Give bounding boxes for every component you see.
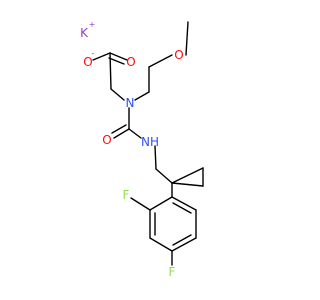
charge-potassium: +	[89, 20, 96, 29]
bond-cq-cp1	[171, 167, 204, 184]
bond-curea-o-a	[113, 128, 130, 139]
charge-oxygen-anion: -	[92, 49, 95, 58]
bond-n-ca	[134, 91, 150, 101]
bonds	[92, 21, 204, 266]
bond-c1-o-double-a	[109, 52, 128, 61]
atom-nh: NH	[141, 135, 159, 149]
atom-oxygen-ether: O	[174, 48, 183, 62]
bond-c1-o-double-b	[108, 57, 125, 65]
ring-c3-c4	[149, 237, 173, 252]
bond-ch2-n	[110, 88, 125, 101]
atom-oxygen-urea: O	[102, 133, 111, 147]
atom-labels: K + O - O O N O NH F F	[80, 20, 184, 279]
bond-o-ch3	[185, 21, 189, 56]
atom-fluorine-para: F	[169, 265, 176, 279]
atom-potassium: K	[80, 26, 89, 40]
bond-ch2-cq	[155, 168, 173, 184]
bond-curea-o-b	[111, 124, 127, 134]
bond-cq-cp2	[171, 182, 204, 187]
structure-diagram: K + O - O O N O NH F F	[80, 20, 204, 279]
atom-oxygen-anion: O	[83, 55, 92, 69]
ring-inner-c4-c5	[172, 234, 192, 246]
bond-c2-f	[130, 197, 151, 211]
bond-curea-nh	[128, 128, 142, 139]
atom-oxygen-carbonyl-acid: O	[126, 55, 135, 69]
ring-c1-c2	[149, 196, 173, 211]
bond-cb-o	[148, 54, 173, 68]
ring-inner-c6-c1	[172, 202, 192, 214]
bond-ominus-c1	[92, 52, 111, 61]
bond-nh-ch2	[154, 145, 157, 170]
atom-nitrogen: N	[126, 96, 135, 110]
bond-c1-ch2	[109, 52, 112, 90]
atom-fluorine-ortho: F	[123, 188, 130, 202]
ring-c4-c5	[171, 237, 197, 252]
ring-c6-c1	[171, 196, 197, 211]
